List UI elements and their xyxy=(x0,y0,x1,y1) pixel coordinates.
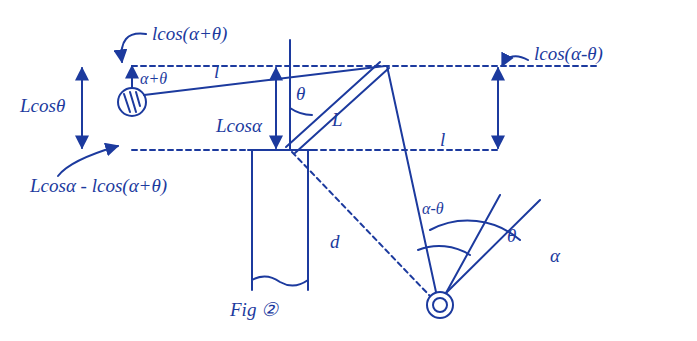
math-label: Lcosα - lcos(α+θ) xyxy=(28,176,169,197)
math-label: d xyxy=(328,232,342,253)
math-label: α xyxy=(548,246,562,267)
math-label: Lcosα xyxy=(214,116,264,137)
math-label: lcos(α-θ) xyxy=(532,44,605,65)
math-label: L xyxy=(330,110,345,131)
math-label: l xyxy=(212,62,221,83)
math-label: α-θ xyxy=(420,200,446,218)
math-label: Lcosθ xyxy=(18,96,67,117)
math-label: Fig ② xyxy=(228,300,280,321)
math-label: θ xyxy=(294,84,307,105)
math-label: θ xyxy=(505,226,518,247)
math-label: lcos(α+θ) xyxy=(150,24,229,45)
math-label: α+θ xyxy=(138,70,169,88)
math-label: l xyxy=(438,130,447,151)
